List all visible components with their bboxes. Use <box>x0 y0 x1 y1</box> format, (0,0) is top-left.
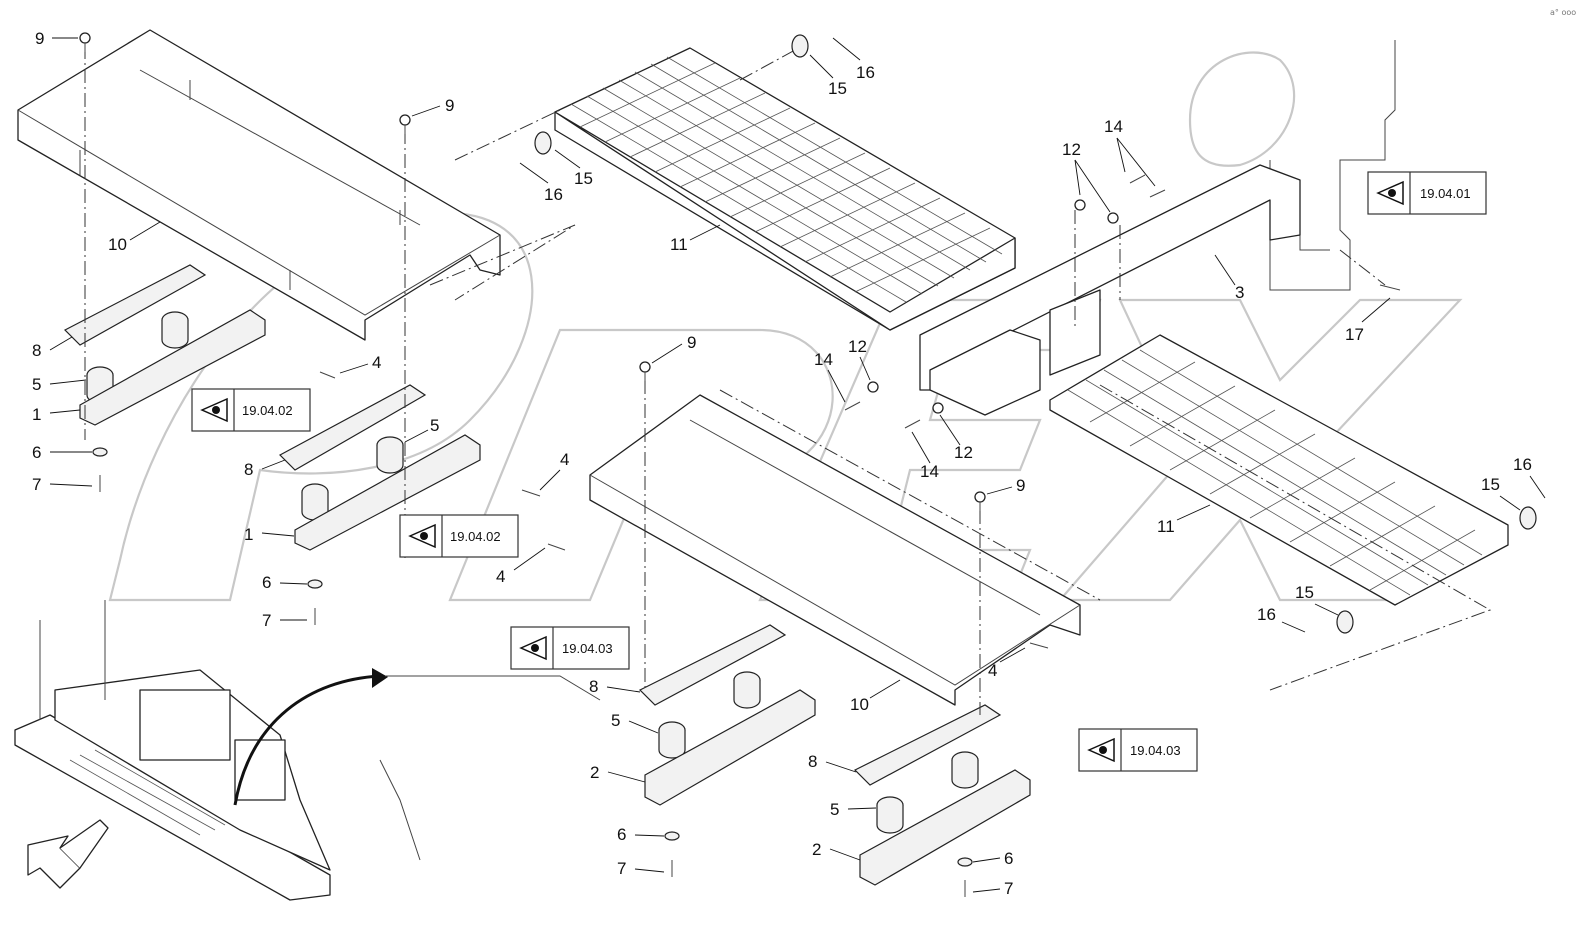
machine-frame-outline <box>1269 40 1396 291</box>
eye-icon <box>408 523 436 549</box>
callout-9: 9 <box>445 96 454 115</box>
eye-icon <box>519 635 547 661</box>
callout-6: 6 <box>1004 849 1013 868</box>
callout-16: 16 <box>1257 605 1276 624</box>
callout-6: 6 <box>32 443 41 462</box>
reference-label: 19.04.01 <box>1420 186 1471 201</box>
callout-17: 17 <box>1345 325 1364 344</box>
grating-step-right <box>1049 334 1509 606</box>
callout-7: 7 <box>617 859 626 878</box>
mount-assembly-center <box>638 624 816 806</box>
reference-box-19-04-01[interactable]: 19.04.01 <box>1367 171 1487 215</box>
callout-8: 8 <box>244 460 253 479</box>
callout-16: 16 <box>544 185 563 204</box>
callout-16: 16 <box>1513 455 1532 474</box>
callout-2: 2 <box>812 840 821 859</box>
reference-box-19-04-02-upper[interactable]: 19.04.02 <box>191 388 311 432</box>
reference-label: 19.04.02 <box>242 403 293 418</box>
mount-assembly-bottom-right <box>853 704 1031 886</box>
mount-assembly-middle-left <box>279 384 481 551</box>
callout-5: 5 <box>611 711 620 730</box>
assembly-center-lines <box>84 45 1492 715</box>
eye-icon <box>1087 737 1115 763</box>
callout-1: 1 <box>244 525 253 544</box>
callout-1: 1 <box>32 405 41 424</box>
callout-6: 6 <box>617 825 626 844</box>
callout-4: 4 <box>988 661 997 680</box>
callout-14: 14 <box>814 350 833 369</box>
callout-4: 4 <box>496 567 505 586</box>
support-bracket-3 <box>919 164 1301 416</box>
callout-4: 4 <box>372 353 381 372</box>
callout-6: 6 <box>262 573 271 592</box>
callout-9: 9 <box>35 29 44 48</box>
callout-15: 15 <box>574 169 593 188</box>
callout-12: 12 <box>848 337 867 356</box>
callout-15: 15 <box>1481 475 1500 494</box>
callout-7: 7 <box>262 611 271 630</box>
callout-14: 14 <box>920 462 939 481</box>
fastener-hardware <box>79 32 1537 897</box>
callout-16: 16 <box>856 63 875 82</box>
callout-2: 2 <box>590 763 599 782</box>
callout-8: 8 <box>32 341 41 360</box>
callout-3: 3 <box>1235 283 1244 302</box>
callout-4: 4 <box>560 450 569 469</box>
callout-7: 7 <box>32 475 41 494</box>
eye-icon <box>1376 180 1404 206</box>
callout-11: 11 <box>1157 517 1175 536</box>
callout-10: 10 <box>850 695 869 714</box>
callout-7: 7 <box>1004 879 1013 898</box>
callout-5: 5 <box>32 375 41 394</box>
reference-box-19-04-02-lower[interactable]: 19.04.02 <box>399 514 519 558</box>
mount-assembly-top-left <box>63 264 266 426</box>
callout-9: 9 <box>1016 476 1025 495</box>
reference-box-19-04-03-right[interactable]: 19.04.03 <box>1078 728 1198 772</box>
callout-8: 8 <box>589 677 598 696</box>
callout-14: 14 <box>1104 117 1123 136</box>
direction-arrow-icon <box>27 819 109 889</box>
corner-mark: a° ooo <box>1550 8 1576 17</box>
callout-15: 15 <box>828 79 847 98</box>
callout-8: 8 <box>808 752 817 771</box>
grating-step-top <box>554 47 1016 331</box>
cover-plate-top-left <box>17 29 501 341</box>
callout-5: 5 <box>430 416 439 435</box>
callout-5: 5 <box>830 800 839 819</box>
reference-label: 19.04.02 <box>450 529 501 544</box>
machine-overview-inset <box>14 600 601 901</box>
eye-icon <box>200 397 228 423</box>
callout-12: 12 <box>1062 140 1081 159</box>
callout-15: 15 <box>1295 583 1314 602</box>
callout-labels: 9 9 9 9 10 10 11 11 3 12 12 12 14 14 14 … <box>32 29 1546 898</box>
reference-label: 19.04.03 <box>562 641 613 656</box>
callout-10: 10 <box>108 235 127 254</box>
cover-plate-center <box>589 394 1081 706</box>
callout-11: 11 <box>670 235 688 254</box>
reference-box-19-04-03-center[interactable]: 19.04.03 <box>510 626 630 670</box>
callout-9: 9 <box>687 333 696 352</box>
reference-label: 19.04.03 <box>1130 743 1181 758</box>
callout-12: 12 <box>954 443 973 462</box>
